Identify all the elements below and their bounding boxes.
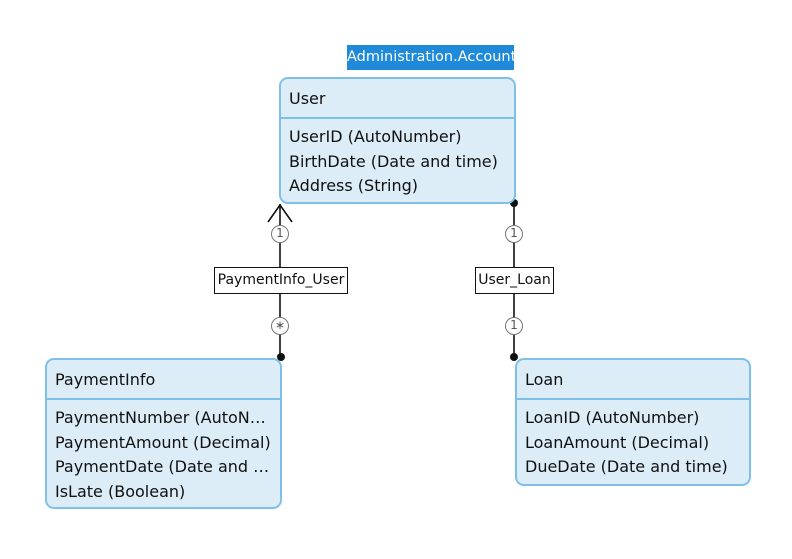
- attribute-item[interactable]: LoanAmount (Decimal): [525, 432, 710, 452]
- arrowhead-icon: [267, 203, 293, 223]
- attribute-item[interactable]: PaymentDate (Date and ti…: [55, 457, 280, 476]
- entity-title: User: [281, 79, 514, 119]
- multiplicity-badge: 1: [271, 225, 289, 243]
- entity-loan[interactable]: Loan LoanID (AutoNumber) LoanAmount (Dec…: [515, 358, 751, 486]
- entity-attributes: LoanID (AutoNumber) LoanAmount (Decimal)…: [517, 400, 749, 480]
- entity-title: Loan: [517, 360, 749, 400]
- attribute-item[interactable]: UserID (AutoNumber): [289, 127, 462, 146]
- attribute-item[interactable]: BirthDate (Date and time): [289, 151, 498, 171]
- entity-attributes: UserID (AutoNumber) BirthDate (Date and …: [281, 119, 514, 199]
- attribute-item[interactable]: PaymentNumber (AutoNu…: [55, 408, 276, 427]
- generalization-tag: Administration.Account: [347, 45, 516, 70]
- association-label-payment-user[interactable]: PaymentInfo_User: [214, 267, 348, 294]
- association-label-user-loan[interactable]: User_Loan: [475, 267, 554, 294]
- entity-user[interactable]: User UserID (AutoNumber) BirthDate (Date…: [279, 77, 516, 204]
- entity-payment-info[interactable]: PaymentInfo PaymentNumber (AutoNu… Payme…: [45, 358, 282, 509]
- entity-title: PaymentInfo: [47, 360, 280, 400]
- multiplicity-badge: ∗: [271, 317, 289, 335]
- entity-attributes: PaymentNumber (AutoNu… PaymentAmount (De…: [47, 400, 280, 504]
- connector-dot: [510, 353, 518, 361]
- attribute-item[interactable]: PaymentAmount (Decimal): [55, 432, 271, 452]
- attribute-item[interactable]: Address (String): [289, 176, 419, 195]
- multiplicity-badge: 1: [505, 317, 523, 335]
- attribute-item[interactable]: LoanID (AutoNumber): [525, 408, 700, 427]
- connector-dot: [277, 353, 285, 361]
- multiplicity-badge: 1: [505, 225, 523, 243]
- attribute-item[interactable]: DueDate (Date and time): [525, 457, 728, 476]
- attribute-item[interactable]: IsLate (Boolean): [55, 481, 186, 501]
